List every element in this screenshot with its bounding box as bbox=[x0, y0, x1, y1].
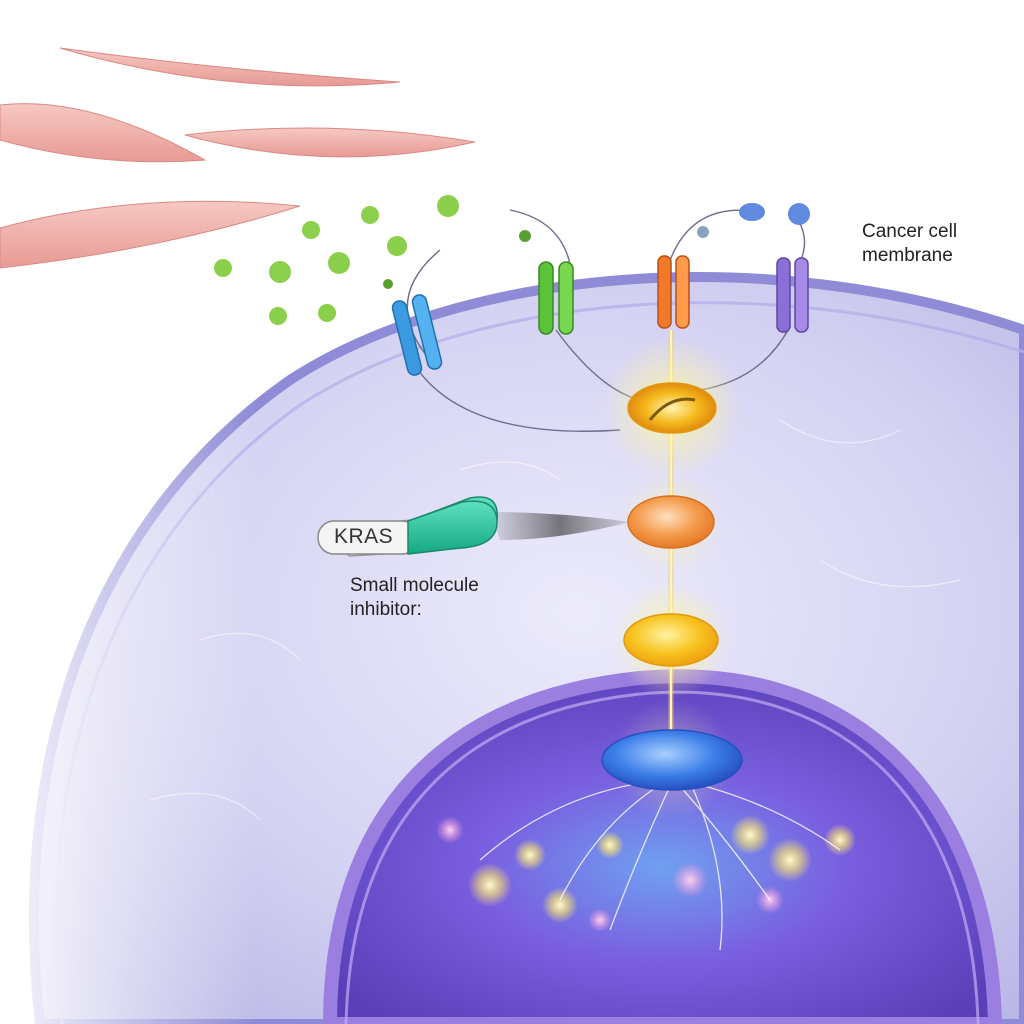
fibroblast-cells bbox=[0, 47, 476, 269]
fibroblast bbox=[184, 127, 476, 158]
ligand bbox=[697, 226, 709, 238]
inhibitor-label-line1: Small molecule bbox=[350, 575, 479, 596]
kras-pill-label: KRAS bbox=[334, 525, 394, 548]
ligand bbox=[328, 252, 350, 274]
ligand bbox=[387, 236, 407, 256]
ligand bbox=[788, 203, 810, 225]
ligand bbox=[437, 195, 459, 217]
ligand bbox=[519, 230, 531, 242]
kras-inhibitor-pill bbox=[317, 496, 630, 557]
signaling-node-orange bbox=[619, 470, 723, 574]
cytoplasm-fibers bbox=[149, 419, 961, 821]
membrane-label-line2: membrane bbox=[862, 245, 953, 266]
fibroblast bbox=[0, 103, 207, 163]
receptor-green bbox=[538, 261, 574, 335]
fibroblast bbox=[59, 47, 401, 87]
signaling-node-gold bbox=[602, 338, 742, 478]
ligand bbox=[383, 279, 393, 289]
ligand bbox=[302, 221, 320, 239]
receptor-orange bbox=[657, 255, 690, 329]
fibroblast bbox=[0, 200, 301, 269]
ligand bbox=[269, 261, 291, 283]
ligand bbox=[361, 206, 379, 224]
ligand bbox=[214, 259, 232, 277]
inhibitor-label: Small molecule inhibitor: bbox=[350, 574, 520, 622]
inhibitor-label-line2: inhibitor: bbox=[350, 599, 422, 620]
ligand bbox=[318, 304, 336, 322]
ligand bbox=[269, 307, 287, 325]
membrane-label-line1: Cancer cell bbox=[862, 221, 958, 242]
signaling-node-blue bbox=[601, 700, 743, 820]
receptor-purple bbox=[776, 257, 809, 333]
growth-factor-ligands bbox=[214, 195, 810, 325]
signaling-node-yellow bbox=[613, 582, 729, 698]
ligand bbox=[739, 203, 765, 221]
membrane-label: Cancer cell membrane bbox=[862, 220, 1012, 268]
receptor-blue bbox=[391, 294, 443, 376]
